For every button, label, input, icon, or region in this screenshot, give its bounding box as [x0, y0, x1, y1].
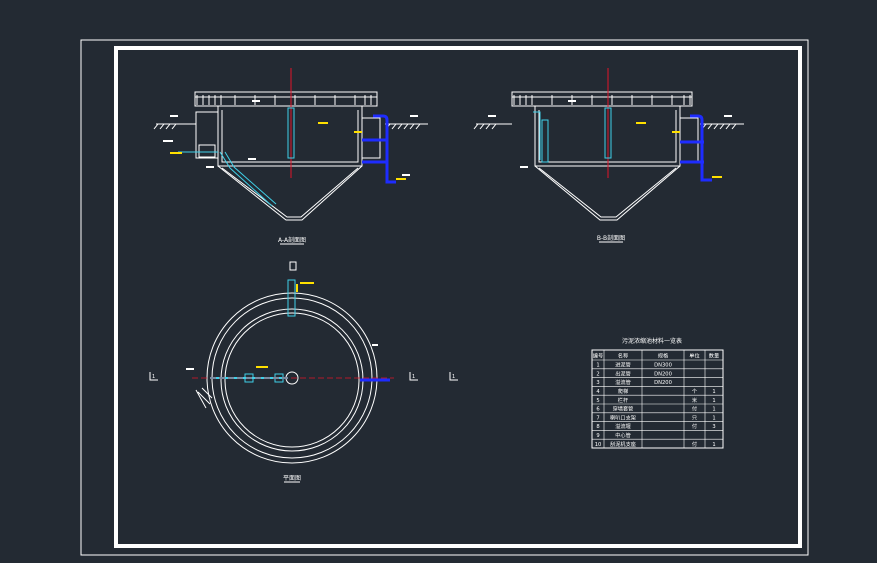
tank-inner-circle: [224, 312, 360, 448]
table-cell: 米: [692, 396, 698, 404]
table-cell: 8: [596, 424, 599, 430]
table-cell: 爬梯: [618, 387, 628, 395]
tank-hopper: [217, 165, 363, 221]
section-marks: [149, 372, 458, 381]
discharge-pipe-a: [362, 138, 386, 164]
table-header-cell: 编号: [593, 352, 603, 360]
inlet-riser-b: [541, 119, 549, 163]
table-cell: 刮泥机支座: [610, 440, 636, 448]
tank-wall-inner: [221, 110, 359, 163]
inlet-pipe-b: [533, 111, 541, 160]
table-cell: 10: [595, 442, 602, 448]
table-cell: 2: [596, 371, 599, 377]
overflow-pipe-b: [690, 114, 712, 182]
section-b-title: B-B剖面图: [597, 234, 625, 242]
table-cell: 出泥管: [615, 369, 631, 377]
table-cell: 进泥管: [615, 361, 631, 369]
table-cell: 1: [712, 415, 715, 421]
table-cell: 栏杆: [618, 396, 628, 404]
table-cell: 只: [692, 414, 697, 421]
table-cell: DN200: [654, 371, 672, 377]
plan-view: [195, 261, 378, 464]
section-mark-left-label: 1: [152, 374, 155, 380]
discharge-pipe-b: [680, 140, 704, 164]
table-cell: 溢流堰: [615, 422, 631, 430]
table-cell: 付: [692, 440, 697, 448]
table-cell: 喇叭口支架: [610, 413, 636, 421]
table-cell: DN300: [654, 363, 672, 369]
plan-title: 平面图: [283, 475, 301, 482]
table-cell: 穿墙套管: [613, 405, 634, 413]
section-mark-mid-label: 1: [412, 374, 415, 380]
inlet-pipe-plan: [287, 279, 296, 317]
center-pipe-a: [287, 107, 295, 159]
table-cell: 中心管: [615, 431, 631, 439]
table-border: [591, 349, 724, 449]
section-mark-mid: [409, 372, 418, 381]
ladder-steps: [195, 387, 213, 409]
table-title: 污泥浓缩池材料一览表: [622, 337, 682, 345]
tank-hopper-inner-b: [538, 167, 677, 218]
outlet-chamber-b: [679, 117, 699, 163]
section-a-view: [153, 91, 428, 221]
walkway-bridge-b: [511, 91, 693, 107]
section-mark-left: [149, 372, 158, 381]
valve-chamber: [195, 111, 219, 159]
section-a-title: A-A剖面图: [278, 236, 306, 244]
table-cell: 6: [596, 407, 599, 413]
table-cell: 9: [596, 433, 599, 439]
table-cell: 5: [596, 398, 599, 404]
valve-box: [198, 144, 216, 158]
tank-hopper-inner: [221, 167, 359, 218]
table-header-cell: 数量: [709, 352, 719, 360]
section-mark-right-label: 1: [452, 374, 455, 380]
labels-plan: [186, 344, 378, 370]
table-cell: 4: [596, 389, 600, 395]
table-cell: 3: [712, 424, 715, 430]
inner-frame: [114, 46, 802, 548]
table-cell: 1: [712, 398, 715, 404]
section-mark-right: [449, 372, 458, 381]
table-header-cell: 单位: [689, 352, 699, 360]
outer-frame: [80, 39, 809, 556]
labels-a: [163, 100, 418, 176]
table-cell: 付: [692, 405, 697, 413]
labels-b: [488, 100, 732, 168]
section-b-view: [473, 91, 744, 221]
table-header-cell: 规格: [658, 352, 669, 360]
table-cell: 7: [596, 415, 599, 421]
annotations-b: [636, 122, 722, 178]
material-table: 污泥浓缩池材料一览表 编号 名称 规格 单位 数量 1 进泥管 DN300 2 出泥管 DN200 3…: [591, 337, 724, 449]
annotations-plan: [256, 282, 314, 368]
table-cell: 3: [596, 380, 599, 386]
table-cell: 1: [712, 389, 715, 395]
table-cell: DN200: [654, 380, 672, 386]
table-cell: 个: [692, 388, 698, 395]
ground-hatch-b: [473, 123, 737, 130]
valve-plan-1: [244, 373, 254, 383]
table-cell: 1: [712, 407, 715, 413]
outlet-chamber: [361, 117, 381, 159]
inlet-stub: [289, 261, 297, 271]
weir-circle: [220, 308, 364, 452]
walkway-bridge: [194, 91, 378, 107]
table-cells: 编号 名称 规格 单位 数量 1 进泥管 DN300 2 出泥管 DN200 3 溢流管 DN200 4 爬梯…: [593, 352, 719, 448]
table-cell: 1: [596, 363, 599, 369]
table-grid: [592, 350, 723, 448]
tank-hopper-b: [534, 165, 681, 221]
tank-wall: [217, 106, 363, 167]
table-cell: 付: [692, 422, 697, 430]
overflow-pipe-a: [373, 114, 396, 184]
sludge-pipe: [219, 151, 273, 207]
center-pipe-b: [604, 107, 612, 159]
table-cell: 溢流管: [615, 378, 631, 386]
table-header-cell: 名称: [618, 352, 628, 360]
annotations-a: [170, 122, 406, 180]
table-cell: 1: [712, 442, 715, 448]
sludge-pipe-edge: [224, 151, 277, 205]
